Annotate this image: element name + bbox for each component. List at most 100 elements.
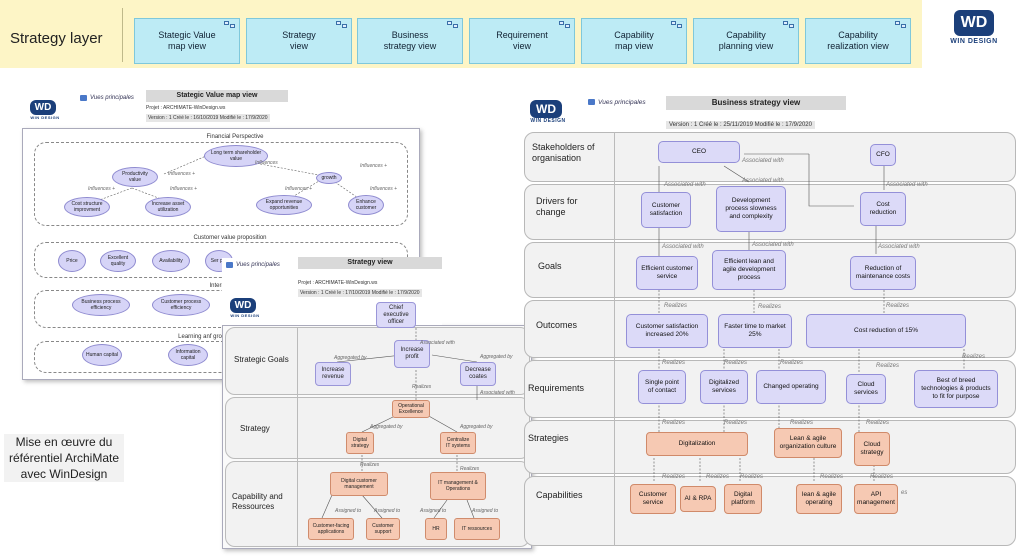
connector-label: Associated with	[480, 390, 515, 396]
bs-node-cfo[interactable]: CFO	[870, 144, 896, 166]
sv-node-centralize-it[interactable]: Centralize IT systems	[440, 432, 476, 454]
connector	[238, 159, 325, 177]
bs-node-customer-satisfaction[interactable]: Customer satisfaction	[641, 192, 691, 228]
sv-node-customer-support[interactable]: Customer support	[366, 518, 400, 540]
connector	[321, 494, 333, 519]
connector-label: Realizes	[664, 303, 688, 309]
connector-label: Realizes	[820, 474, 844, 480]
sv-version: Version : 1 Créé le : 17/10/2019 Modifié…	[298, 289, 422, 297]
sv-node-hr[interactable]: HR	[425, 518, 447, 540]
bs-node-development-process[interactable]: Development process slowness and complex…	[716, 186, 786, 232]
node-availability[interactable]: Availability	[152, 250, 190, 272]
bs-node-efficient-customer-service[interactable]: Efficient customer service	[636, 256, 698, 290]
connector-label: Realizes	[724, 420, 748, 426]
node-increase-asset[interactable]: Increase asset utilization	[145, 197, 191, 217]
sv-node-decrease-costs[interactable]: Decrease coates	[460, 362, 496, 386]
connector-label: Aggregated by	[334, 355, 367, 361]
bs-band-label: Capabilities	[536, 490, 583, 500]
connector	[431, 354, 478, 363]
connector-label: Realizes	[876, 363, 900, 369]
connector	[336, 354, 403, 363]
sv-node-increase-revenue[interactable]: Increase revenue	[315, 362, 351, 386]
bs-node-cost-reduction[interactable]: Cost reduction	[860, 192, 906, 226]
node-excellent-quality[interactable]: Excellent quality	[100, 250, 136, 272]
bs-node-cap-api[interactable]: API management	[854, 484, 898, 514]
bs-band-label: Goals	[538, 261, 562, 271]
connector-label: Assigned to	[420, 508, 447, 514]
logo-name: WIN DESIGN	[230, 313, 260, 318]
svm-vues-principales[interactable]: Vues principales	[90, 95, 134, 101]
bs-node-digitalization[interactable]: Digitalization	[646, 432, 748, 456]
view-button-capability-planning[interactable]: Capability planning view	[693, 18, 799, 64]
bs-node-single-point-of-contact[interactable]: Single point of contact	[638, 370, 686, 404]
view-icon	[895, 21, 907, 30]
bs-band-capabilities	[524, 476, 1016, 546]
bs-node-cap-lean-agile[interactable]: lean & agile operating	[796, 484, 842, 514]
sv-node-increase-profit[interactable]: Increase profit	[394, 340, 430, 368]
bs-node-cloud-strategy[interactable]: Cloud strategy	[854, 432, 890, 466]
sv-band-label: Strategy	[240, 424, 270, 433]
bs-band-strategies	[524, 420, 1016, 474]
sv-node-it-management[interactable]: IT management & Operations	[430, 472, 486, 500]
view-button-capability-realization[interactable]: Capability realization view	[805, 18, 911, 64]
bs-node-cap-ai-rpa[interactable]: AI & RPA	[680, 486, 716, 512]
connector-label: Aggregated by	[480, 354, 513, 360]
connector-label: Realizes	[886, 303, 910, 309]
bs-node-reduction-maintenance[interactable]: Reduction of maintenance costs	[850, 256, 916, 290]
bs-node-lean-agile-culture[interactable]: Lean & agile organization culture	[774, 428, 842, 458]
bs-node-digitalized-services[interactable]: Digitalized services	[700, 370, 748, 404]
bs-node-ceo[interactable]: CEO	[658, 141, 740, 163]
bs-node-changed-operating[interactable]: Changed operating	[756, 370, 826, 404]
connector-label: Realizes	[758, 304, 782, 310]
bs-logo: WD WIN DESIGN	[530, 100, 566, 124]
svm-logo: WD WIN DESIGN	[30, 100, 60, 120]
node-human-capital[interactable]: Human capital	[82, 344, 122, 366]
view-label: Capability map view	[614, 30, 654, 51]
bs-node-efficient-lean[interactable]: Efficient lean and agile development pro…	[712, 250, 786, 290]
node-growth[interactable]: growth	[316, 172, 342, 184]
node-expand-revenue[interactable]: Expand revenue opportunities	[256, 195, 312, 215]
node-long-term-shareholder-value[interactable]: Long term shareholder value	[204, 145, 268, 167]
bs-node-cap-customer-service[interactable]: Customer service	[630, 484, 676, 514]
node-price[interactable]: Price	[58, 250, 86, 272]
connector	[361, 494, 383, 519]
view-icon	[336, 21, 348, 30]
bs-node-faster-time-to-market[interactable]: Faster time to market 25%	[718, 314, 792, 348]
bs-node-customer-satisfaction-20[interactable]: Customer satisfaction increased 20%	[626, 314, 708, 348]
view-button-strategic-value-map[interactable]: Stategic Value map view	[134, 18, 240, 64]
bs-node-cost-reduction-15[interactable]: Cost reduction of 15%	[806, 314, 966, 348]
view-button-requirement[interactable]: Requirement view	[469, 18, 575, 64]
view-label: Strategy view	[282, 30, 316, 51]
view-label: Stategic Value map view	[158, 30, 216, 51]
node-enhance-customer[interactable]: Enhance customer	[348, 195, 384, 215]
connector-label: Influences +	[168, 171, 196, 177]
node-customer-process-efficiency[interactable]: Customer process efficiency	[152, 294, 210, 316]
node-business-process-efficiency[interactable]: Business process efficiency	[72, 294, 130, 316]
bs-band-label: Strategies	[528, 433, 569, 443]
node-cost-structure[interactable]: Cost structure improvment	[64, 197, 110, 217]
node-productivity-value[interactable]: Productivity value	[112, 167, 158, 187]
sv-node-it-ressources[interactable]: IT ressources	[454, 518, 500, 540]
bs-band-stakeholders	[524, 132, 1016, 182]
sv-node-customer-facing-apps[interactable]: Customer-facing applications	[308, 518, 354, 540]
view-button-strategy[interactable]: Strategy view	[246, 18, 352, 64]
connector-label: Associated with	[664, 182, 706, 188]
sv-node-digital-strategy[interactable]: Digital strategy	[346, 432, 374, 454]
sv-node-ceo[interactable]: Chief executive officer	[376, 302, 416, 328]
view-button-business-strategy[interactable]: Business strategy view	[357, 18, 463, 64]
bs-node-cap-digital-platform[interactable]: Digital platform	[724, 484, 762, 514]
sv-band-strategy	[225, 397, 530, 459]
view-icon	[224, 21, 236, 30]
connector-label: Influences	[255, 160, 278, 166]
sv-vues-principales[interactable]: Vues principales	[236, 262, 280, 268]
sv-node-digital-customer-mgmt[interactable]: Digital customer management	[330, 472, 388, 496]
view-button-capability-map[interactable]: Capability map view	[581, 18, 687, 64]
connector-label: es	[901, 490, 908, 496]
bs-vues-principales[interactable]: Vues principales	[598, 99, 646, 106]
connector-label: Assigned to	[335, 508, 362, 514]
sv-node-operational-excellence[interactable]: Operational Excellence	[392, 400, 430, 418]
node-information-capital[interactable]: Information capital	[168, 344, 208, 366]
sv-connectors	[321, 328, 478, 519]
bs-node-cloud-services[interactable]: Cloud services	[846, 374, 886, 404]
bs-node-best-of-breed[interactable]: Best of breed technologies & products to…	[914, 370, 998, 408]
